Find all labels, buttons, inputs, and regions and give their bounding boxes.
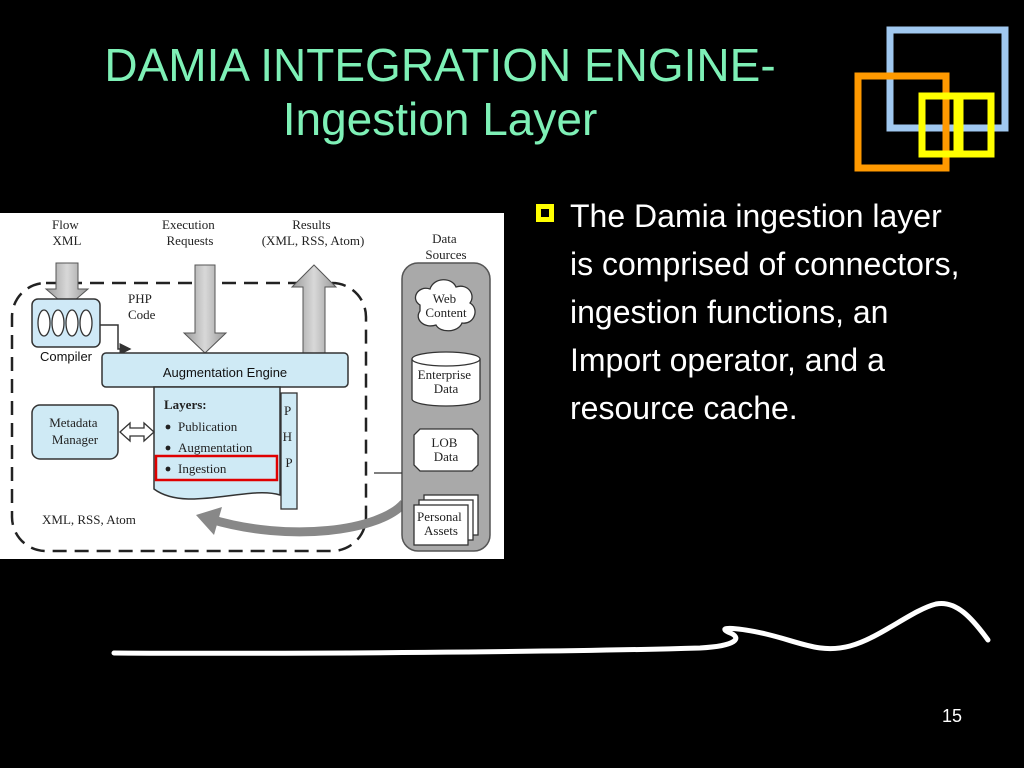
data-sources-panel [401,262,491,552]
results-arrow-icon [290,264,338,354]
engine-boundary [10,281,368,553]
flow-xml-arrow-icon [44,262,90,308]
hollow-square-bullet-icon [536,204,554,222]
layer-publication: Publication [178,419,238,434]
enterprise-data-db-icon [411,351,481,407]
results-label: Results (XML, RSS, Atom) [262,217,365,248]
enterprise-data-label: Enterprise Data [418,367,475,396]
deco-square-orange [854,72,950,172]
web-content-cloud-icon [414,279,476,332]
title-line-1: DAMIA INTEGRATION ENGINE- [104,39,776,91]
bidirectional-arrow-icon [119,421,155,443]
metadata-manager-box [31,404,119,460]
deco-square-yellow-right [953,92,995,158]
lob-data-icon [413,428,479,472]
execution-requests-label: Execution Requests [162,217,218,248]
layers-heading: Layers: [164,397,207,412]
architecture-diagram: Flow XML Execution Requests Results (XML… [0,213,504,559]
bullet-text: The Damia ingestion layer is comprised o… [570,198,960,426]
title-line-2: Ingestion Layer [282,93,598,145]
metadata-manager-label: Metadata Manager [49,415,101,447]
layer-ingestion: Ingestion [178,461,227,476]
ingestion-highlight [154,454,279,482]
xml-rss-atom-label: XML, RSS, Atom [42,512,136,527]
php-vertical-label: P H P [283,403,296,470]
personal-assets-label: Personal Assets [417,509,465,538]
augmentation-engine-label: Augmentation Engine [163,365,287,380]
compiler-label: Compiler [40,349,93,364]
layer-augmentation: Augmentation [178,440,253,455]
php-vertical-box [280,392,298,510]
slide-title: DAMIA INTEGRATION ENGINE- Ingestion Laye… [0,38,880,146]
flow-xml-label: Flow XML [52,217,82,248]
personal-assets-docs-icon [413,494,479,546]
return-arrow-icon [208,499,408,537]
layers-box [153,386,281,500]
page-number: 15 [941,706,962,726]
decorative-squares-icon [854,26,1009,172]
execution-arrow-icon [182,264,228,354]
lob-data-label: LOB Data [431,435,460,464]
php-code-label: PHP Code [128,291,156,322]
data-sources-label: Data Sources [425,231,466,262]
compiler-to-engine-arrow-icon [100,324,132,355]
decorative-swoosh-icon [111,600,991,656]
web-content-label: Web Content [425,291,467,320]
compiler-gears-icon [37,309,93,337]
